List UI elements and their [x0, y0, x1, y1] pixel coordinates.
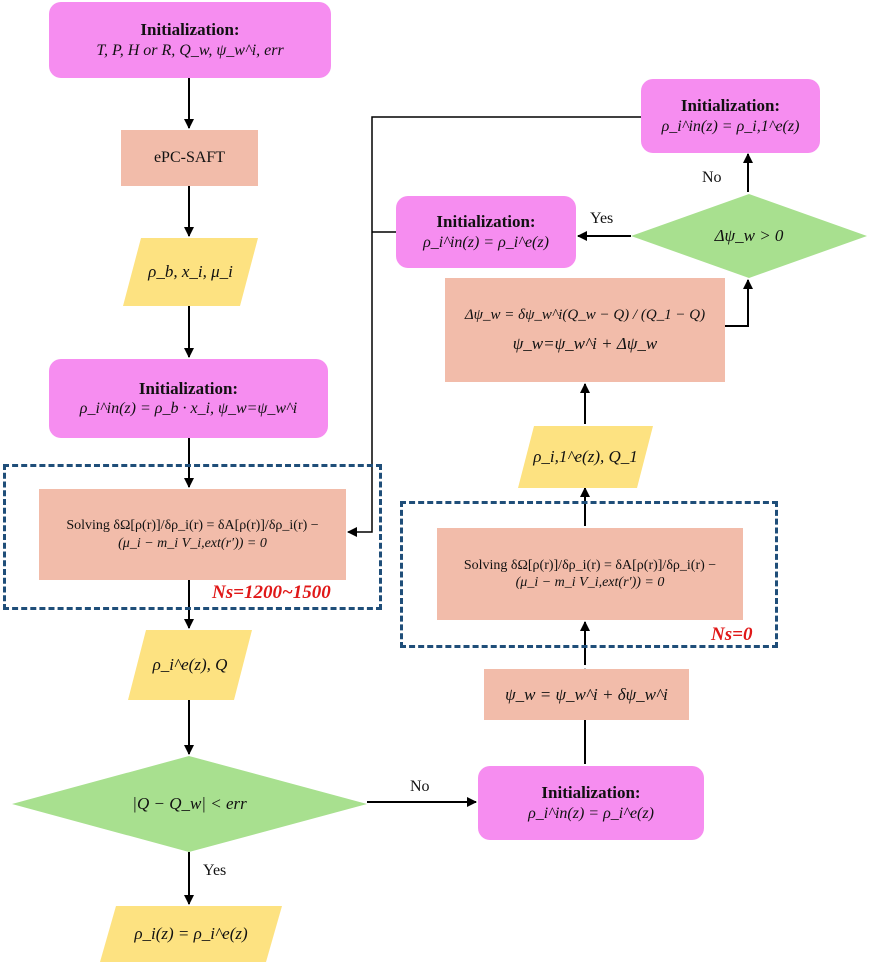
- group-right-boundary: [400, 501, 778, 648]
- rho-e-q-data-node: ρ_i^e(z), Q: [128, 630, 252, 700]
- decision-right-label: Δψ_w > 0: [714, 226, 784, 246]
- arrow-delta-to-decision: [725, 279, 753, 327]
- init-mid-title: Initialization:: [138, 378, 239, 398]
- parallelogram-shape: [100, 906, 282, 962]
- solve-right-node: Solving δΩ[ρ(r)]/δρ_i(r) = δA[ρ(r)]/δρ_i…: [437, 528, 743, 620]
- init-top-node: Initialization: T, P, H or R, Q_w, ψ_w^i…: [49, 2, 331, 78]
- init-top-text: T, P, H or R, Q_w, ψ_w^i, err: [96, 41, 284, 59]
- init-bottom-right-title: Initialization:: [541, 783, 641, 803]
- init-bottom-right-text: ρ_i^in(z) = ρ_i^e(z): [528, 804, 654, 822]
- decision-right-node: Δψ_w > 0: [631, 194, 867, 278]
- init-mid-node: Initialization: ρ_i^in(z) = ρ_b · x_i, ψ…: [49, 359, 328, 438]
- epc-saft-node: ePC-SAFT: [121, 130, 258, 186]
- solve-left-line2: (μ_i − m_i V_i,ext(r′)) = 0: [118, 535, 267, 551]
- init-no-node: Initialization: ρ_i^in(z) = ρ_i,1^e(z): [641, 79, 820, 153]
- parallelogram-shape: [123, 238, 258, 306]
- init-no-text: ρ_i^in(z) = ρ_i,1^e(z): [661, 117, 800, 135]
- delta-psi-line1: Δψ_w = δψ_w^i(Q_w − Q) / (Q_1 − Q): [464, 307, 706, 323]
- psi-update-label: ψ_w = ψ_w^i + δψ_w^i: [505, 684, 668, 704]
- rho-e1-q1-label: ρ_i,1^e(z), Q_1: [533, 447, 638, 467]
- parallelogram-shape: [518, 426, 653, 488]
- rho-e1-q1-data-node: ρ_i,1^e(z), Q_1: [518, 426, 653, 488]
- psi-update-node: ψ_w = ψ_w^i + δψ_w^i: [484, 669, 689, 720]
- group-left-boundary: [3, 464, 382, 610]
- solve-left-node: Solving δΩ[ρ(r)]/δρ_i(r) = δA[ρ(r)]/δρ_i…: [39, 489, 346, 580]
- group-left-label: Ns=1200~1500: [212, 582, 331, 603]
- edge-label-right-no: No: [702, 169, 722, 186]
- rho-b-label: ρ_b, x_i, μ_i: [148, 262, 233, 282]
- init-top-title: Initialization:: [140, 20, 240, 40]
- parallelogram-shape: [128, 630, 252, 700]
- final-label: ρ_i(z) = ρ_i^e(z): [134, 924, 248, 944]
- rho-e-q-label: ρ_i^e(z), Q: [152, 655, 228, 675]
- decision-left-node: |Q − Q_w| < err: [12, 756, 367, 852]
- init-yes-title: Initialization:: [436, 212, 536, 232]
- diamond-shape: [631, 194, 867, 278]
- rho-b-data-node: ρ_b, x_i, μ_i: [123, 238, 258, 306]
- loop-init-no-to-solve: [347, 116, 641, 537]
- group-right-label: Ns=0: [711, 624, 753, 645]
- epc-saft-label: ePC-SAFT: [153, 149, 226, 166]
- edge-label-right-yes: Yes: [590, 210, 614, 227]
- solve-right-line1: Solving δΩ[ρ(r)]/δρ_i(r) = δA[ρ(r)]/δρ_i…: [463, 557, 717, 573]
- edge-label-left-no: No: [410, 778, 430, 795]
- solve-right-line2: (μ_i − m_i V_i,ext(r′)) = 0: [515, 575, 665, 590]
- final-data-node: ρ_i(z) = ρ_i^e(z): [100, 906, 282, 962]
- decision-left-label: |Q − Q_w| < err: [132, 794, 247, 814]
- init-no-title: Initialization:: [680, 96, 781, 116]
- diamond-shape: [12, 756, 367, 852]
- init-bottom-right-node: Initialization: ρ_i^in(z) = ρ_i^e(z): [478, 766, 704, 840]
- edge-label-left-yes: Yes: [203, 862, 227, 879]
- delta-psi-node: Δψ_w = δψ_w^i(Q_w − Q) / (Q_1 − Q) ψ_w=ψ…: [445, 278, 725, 382]
- solve-left-line1: Solving δΩ[ρ(r)]/δρ_i(r) = δA[ρ(r)]/δρ_i…: [66, 518, 319, 533]
- init-yes-node: Initialization: ρ_i^in(z) = ρ_i^e(z): [396, 196, 576, 268]
- init-mid-text: ρ_i^in(z) = ρ_b · x_i, ψ_w=ψ_w^i: [79, 400, 298, 418]
- delta-psi-line2: ψ_w=ψ_w^i + Δψ_w: [512, 333, 658, 353]
- init-yes-text: ρ_i^in(z) = ρ_i^e(z): [423, 233, 549, 251]
